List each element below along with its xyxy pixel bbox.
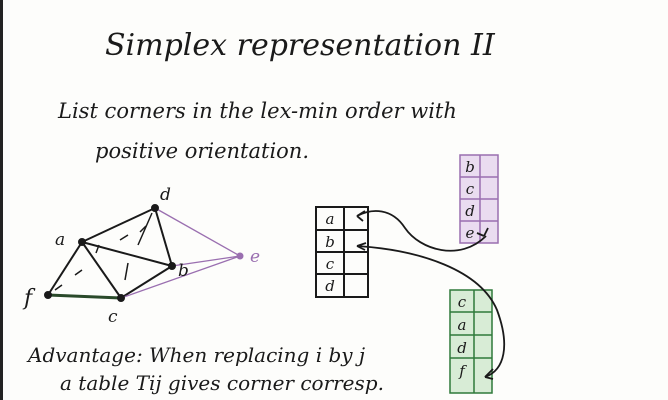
vertex-label-e: e [250,247,260,267]
main-table-cell: c [326,255,335,273]
advantage-line-1: Advantage: When replacing i by j [26,343,365,367]
advantage-line-2: a table Tij gives corner corresp. [60,371,384,395]
vertex-label-c: c [108,307,118,327]
green-table-cell: d [457,339,467,357]
main-table-cell: a [326,210,335,228]
arrowhead-icon [356,210,366,222]
arrowhead-icon [476,227,489,237]
main-table [315,206,369,298]
purple-table-cell: e [466,224,475,242]
slide-title: Simplex representation II [105,28,496,63]
purple-table-cell: c [466,180,475,198]
arrow-b-to-f [356,245,506,378]
correspondence-arrows [356,210,506,380]
main-table-cell: b [325,233,335,251]
vertex-label-a: a [55,230,65,250]
body-line-1: List corners in the lex-min order with [57,99,457,123]
arrowhead-icon [484,368,494,380]
green-table-cell: f [458,362,467,380]
green-table-cell: a [458,316,467,334]
vertex-label-b: b [178,261,189,281]
green-table-cell: c [458,293,467,311]
purple-table-cell: d [465,202,475,220]
vertex-label-d: d [160,185,171,205]
main-table-cell: d [325,277,335,295]
arrow-e-to-a [356,210,487,252]
purple-table-cell: b [465,158,475,176]
purple-table [459,154,499,244]
triangulation-diagram [44,204,244,302]
arrowhead-icon [356,242,367,251]
left-edge [0,0,3,400]
vertex-label-f: f [22,286,36,311]
body-line-2: positive orientation. [95,139,309,163]
